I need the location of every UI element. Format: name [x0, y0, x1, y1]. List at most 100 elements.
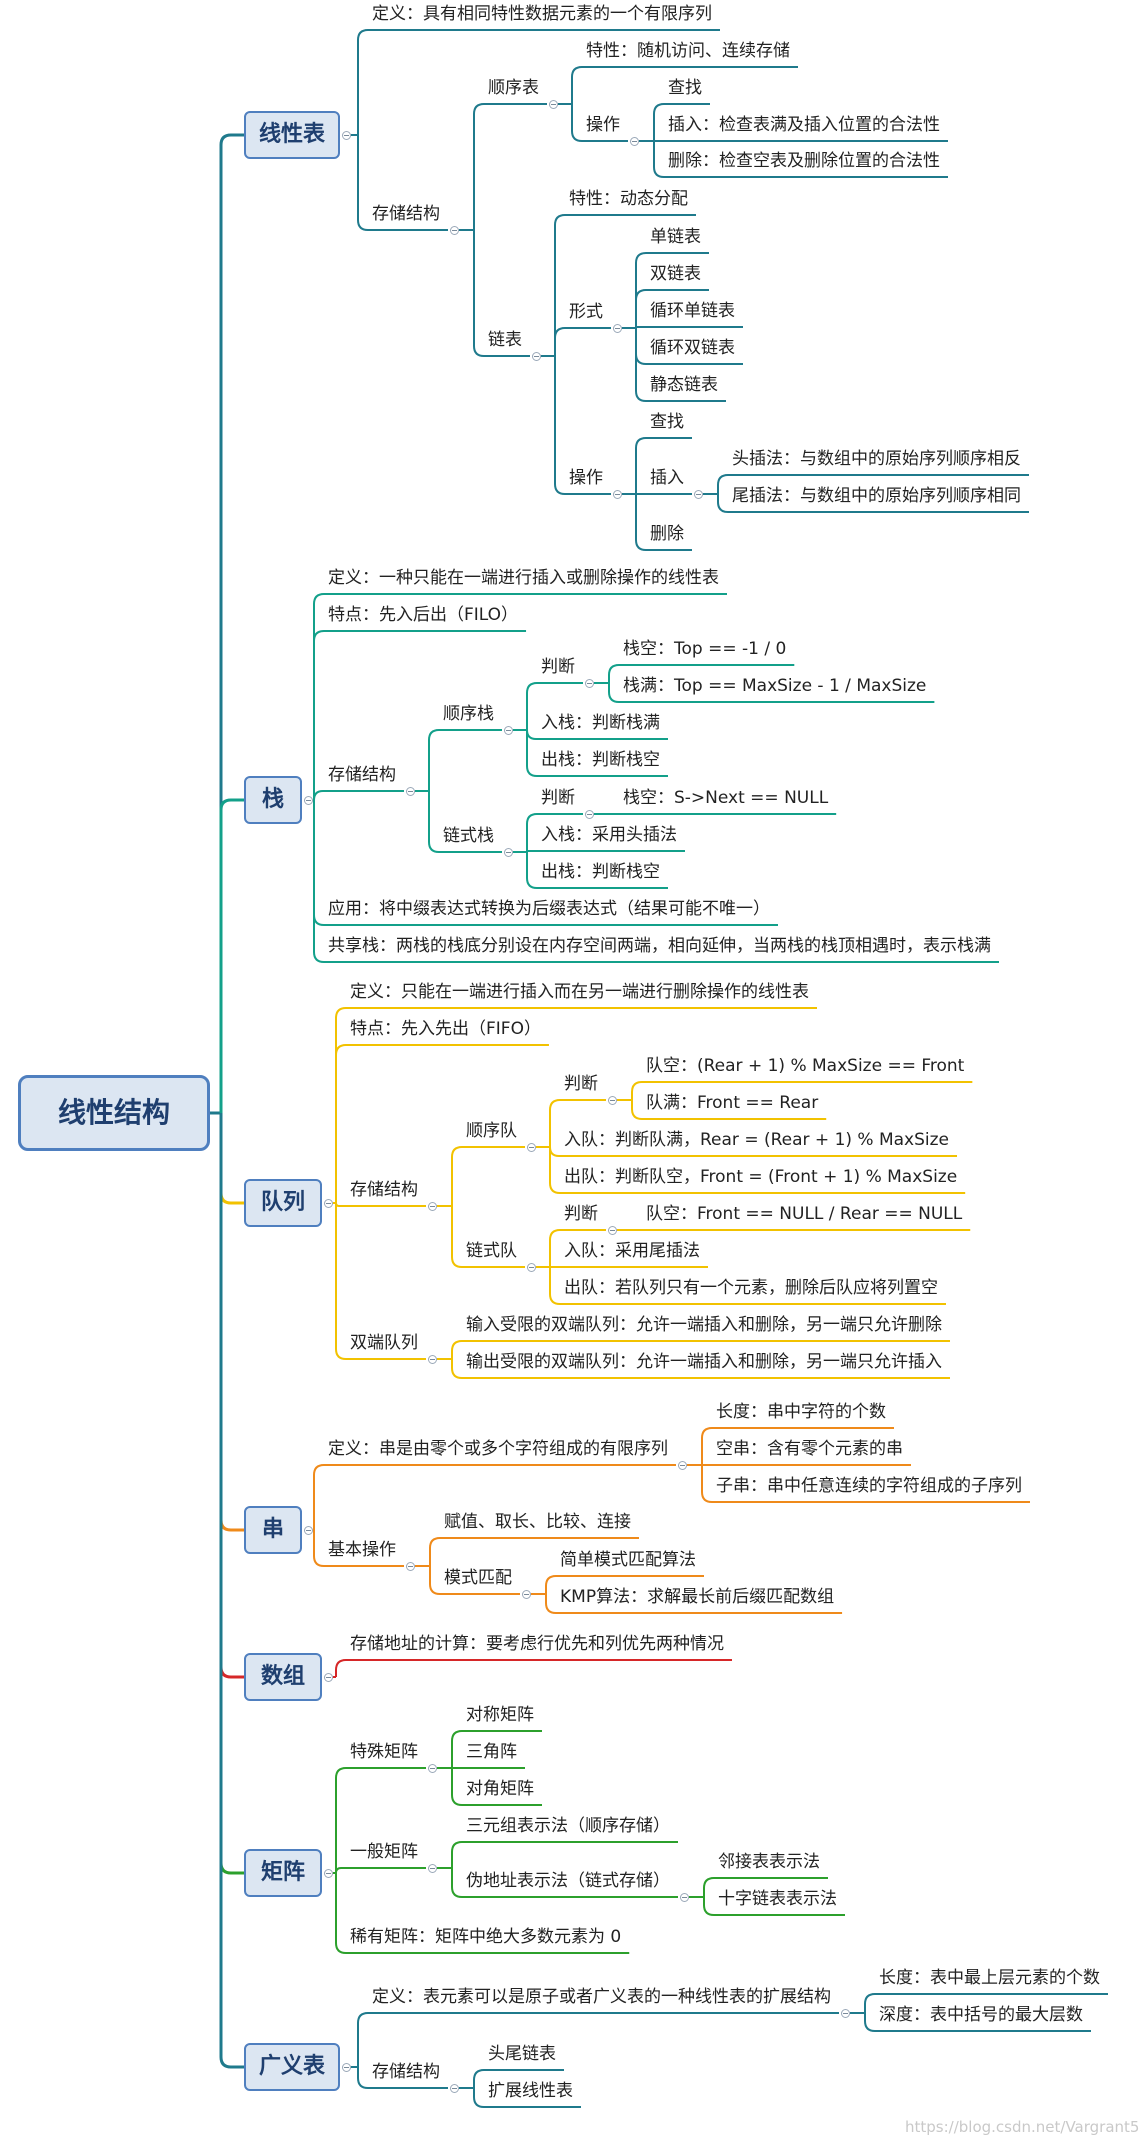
topic-node[interactable]: 邻接表表示法: [718, 1852, 820, 1872]
topic-node[interactable]: 入队：判断队满，Rear = (Rear + 1) % MaxSize: [564, 1130, 950, 1150]
topic-node[interactable]: 子串：串中任意连续的字符组成的子序列: [716, 1476, 1022, 1496]
collapse-toggle-icon[interactable]: [613, 324, 622, 333]
topic-node[interactable]: 出队：若队列只有一个元素，删除后队应将列置空: [564, 1278, 938, 1298]
collapse-toggle-icon[interactable]: [630, 137, 639, 146]
topic-node[interactable]: 模式匹配: [444, 1568, 512, 1588]
topic-node[interactable]: 循环双链表: [650, 338, 735, 358]
topic-node[interactable]: 出栈：判断栈空: [541, 750, 660, 770]
branch-topic-6[interactable]: 广义表: [244, 2043, 340, 2091]
topic-node[interactable]: 判断: [564, 1074, 598, 1094]
topic-node[interactable]: 伪地址表示法（链式存储）: [466, 1871, 670, 1891]
branch-topic-2[interactable]: 队列: [244, 1179, 322, 1227]
topic-node[interactable]: 插入: [650, 468, 684, 488]
topic-node[interactable]: 判断: [541, 788, 575, 808]
topic-node[interactable]: 操作: [586, 115, 620, 135]
collapse-toggle-icon[interactable]: [342, 2063, 351, 2072]
collapse-toggle-icon[interactable]: [450, 2084, 459, 2093]
topic-node[interactable]: 共享栈：两栈的栈底分别设在内存空间两端，相向延伸，当两栈的栈顶相遇时，表示栈满: [328, 936, 991, 956]
topic-node[interactable]: 十字链表表示法: [718, 1889, 837, 1909]
collapse-toggle-icon[interactable]: [304, 796, 313, 805]
collapse-toggle-icon[interactable]: [324, 1869, 333, 1878]
topic-node[interactable]: 栈满：Top == MaxSize - 1 / MaxSize: [623, 676, 927, 696]
topic-node[interactable]: 特性：动态分配: [569, 189, 688, 209]
topic-node[interactable]: 入队：采用尾插法: [564, 1241, 700, 1261]
collapse-toggle-icon[interactable]: [450, 226, 459, 235]
topic-node[interactable]: 对称矩阵: [466, 1705, 534, 1725]
collapse-toggle-icon[interactable]: [504, 726, 513, 735]
topic-node[interactable]: 查找: [650, 412, 684, 432]
topic-node[interactable]: 判断: [564, 1204, 598, 1224]
topic-node[interactable]: 空串：含有零个元素的串: [716, 1439, 903, 1459]
collapse-toggle-icon[interactable]: [304, 1526, 313, 1535]
topic-node[interactable]: 顺序栈: [443, 704, 494, 724]
topic-node[interactable]: 三元组表示法（顺序存储）: [466, 1816, 670, 1836]
topic-node[interactable]: 顺序表: [488, 78, 539, 98]
collapse-toggle-icon[interactable]: [585, 810, 594, 819]
topic-node[interactable]: 链表: [488, 330, 522, 350]
branch-topic-3[interactable]: 串: [244, 1506, 302, 1554]
topic-node[interactable]: 查找: [668, 78, 702, 98]
collapse-toggle-icon[interactable]: [428, 1864, 437, 1873]
topic-node[interactable]: 顺序队: [466, 1121, 517, 1141]
topic-node[interactable]: 存储结构: [350, 1180, 418, 1200]
branch-topic-5[interactable]: 矩阵: [244, 1849, 322, 1897]
topic-node[interactable]: 对角矩阵: [466, 1779, 534, 1799]
topic-node[interactable]: 特殊矩阵: [350, 1742, 418, 1762]
topic-node[interactable]: 定义：表元素可以是原子或者广义表的一种线性表的扩展结构: [372, 1987, 831, 2007]
topic-node[interactable]: 循环单链表: [650, 301, 735, 321]
topic-node[interactable]: 特点：先入先出（FIFO）: [350, 1019, 541, 1039]
topic-node[interactable]: 存储结构: [328, 765, 396, 785]
topic-node[interactable]: 存储地址的计算：要考虑行优先和列优先两种情况: [350, 1634, 724, 1654]
topic-node[interactable]: 判断: [541, 657, 575, 677]
topic-node[interactable]: 静态链表: [650, 375, 718, 395]
topic-node[interactable]: 存储结构: [372, 2062, 440, 2082]
topic-node[interactable]: 简单模式匹配算法: [560, 1550, 696, 1570]
topic-node[interactable]: 链式栈: [443, 826, 494, 846]
topic-node[interactable]: 出队：判断队空，Front = (Front + 1) % MaxSize: [564, 1167, 958, 1187]
topic-node[interactable]: 双链表: [650, 264, 701, 284]
collapse-toggle-icon[interactable]: [406, 787, 415, 796]
root-topic[interactable]: 线性结构: [18, 1075, 210, 1151]
topic-node[interactable]: KMP算法：求解最长前后缀匹配数组: [560, 1587, 835, 1607]
topic-node[interactable]: 队满：Front == Rear: [646, 1093, 819, 1113]
topic-node[interactable]: 单链表: [650, 227, 701, 247]
topic-node[interactable]: 操作: [569, 468, 603, 488]
topic-node[interactable]: 基本操作: [328, 1540, 396, 1560]
topic-node[interactable]: 一般矩阵: [350, 1842, 418, 1862]
collapse-toggle-icon[interactable]: [324, 1199, 333, 1208]
topic-node[interactable]: 栈空：S->Next == NULL: [623, 788, 829, 808]
collapse-toggle-icon[interactable]: [406, 1562, 415, 1571]
collapse-toggle-icon[interactable]: [527, 1143, 536, 1152]
topic-node[interactable]: 扩展线性表: [488, 2081, 573, 2101]
branch-topic-4[interactable]: 数组: [244, 1653, 322, 1701]
collapse-toggle-icon[interactable]: [428, 1355, 437, 1364]
topic-node[interactable]: 删除：检查空表及删除位置的合法性: [668, 151, 940, 171]
collapse-toggle-icon[interactable]: [532, 352, 541, 361]
topic-node[interactable]: 入栈：判断栈满: [541, 713, 660, 733]
topic-node[interactable]: 长度：表中最上层元素的个数: [879, 1968, 1100, 1988]
topic-node[interactable]: 头尾链表: [488, 2044, 556, 2064]
topic-node[interactable]: 赋值、取长、比较、连接: [444, 1512, 631, 1532]
topic-node[interactable]: 定义：串是由零个或多个字符组成的有限序列: [328, 1439, 668, 1459]
branch-topic-0[interactable]: 线性表: [244, 111, 340, 159]
topic-node[interactable]: 队空：(Rear + 1) % MaxSize == Front: [646, 1056, 965, 1076]
topic-node[interactable]: 形式: [569, 302, 603, 322]
topic-node[interactable]: 入栈：采用头插法: [541, 825, 677, 845]
collapse-toggle-icon[interactable]: [613, 490, 622, 499]
topic-node[interactable]: 头插法：与数组中的原始序列顺序相反: [732, 449, 1021, 469]
topic-node[interactable]: 定义：具有相同特性数据元素的一个有限序列: [372, 4, 712, 24]
collapse-toggle-icon[interactable]: [694, 490, 703, 499]
collapse-toggle-icon[interactable]: [428, 1202, 437, 1211]
topic-node[interactable]: 定义：一种只能在一端进行插入或删除操作的线性表: [328, 568, 719, 588]
collapse-toggle-icon[interactable]: [527, 1263, 536, 1272]
collapse-toggle-icon[interactable]: [428, 1764, 437, 1773]
topic-node[interactable]: 栈空：Top == -1 / 0: [623, 639, 787, 659]
collapse-toggle-icon[interactable]: [585, 679, 594, 688]
topic-node[interactable]: 链式队: [466, 1241, 517, 1261]
topic-node[interactable]: 稀有矩阵：矩阵中绝大多数元素为 0: [350, 1927, 622, 1947]
collapse-toggle-icon[interactable]: [608, 1226, 617, 1235]
topic-node[interactable]: 输出受限的双端队列：允许一端插入和删除，另一端只允许插入: [466, 1352, 942, 1372]
topic-node[interactable]: 深度：表中括号的最大层数: [879, 2005, 1083, 2025]
topic-node[interactable]: 长度：串中字符的个数: [716, 1402, 886, 1422]
topic-node[interactable]: 定义：只能在一端进行插入而在另一端进行删除操作的线性表: [350, 982, 809, 1002]
